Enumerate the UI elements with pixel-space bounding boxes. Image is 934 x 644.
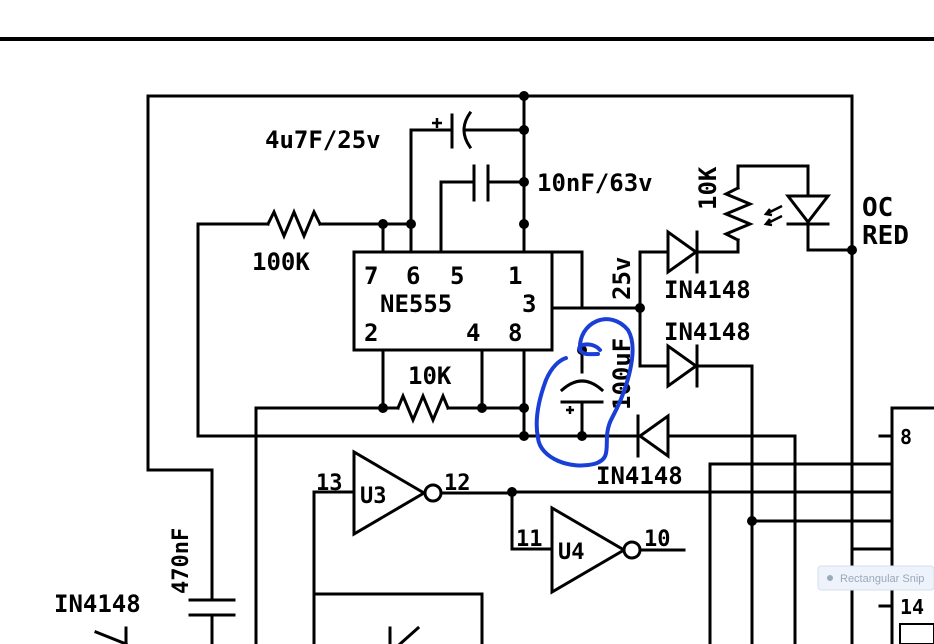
- label-u4-out: 10: [644, 527, 671, 552]
- capacitor-470nf: [188, 598, 236, 617]
- label-cap-decouple: 10nF/63v: [537, 169, 653, 197]
- label-res-led: 10K: [694, 166, 722, 210]
- label-u3-in: 13: [316, 471, 343, 496]
- capacitor-4u7f: [409, 110, 526, 254]
- label-cap-voltage: 25v: [608, 257, 636, 300]
- label-u3: U3: [360, 484, 387, 509]
- label-res-top: 100K: [252, 248, 310, 276]
- pin-7-label: 7: [364, 262, 378, 290]
- label-diode-3: IN4148: [596, 462, 683, 490]
- label-res-bottom: 10K: [408, 362, 452, 390]
- snip-overlay[interactable]: Rectangular Snip: [817, 565, 934, 591]
- pin-1-label: 1: [508, 262, 522, 290]
- pin3-output-wires: [550, 250, 670, 368]
- capacitor-100uf: [559, 348, 605, 438]
- chip-name-label: NE555: [380, 290, 452, 318]
- diode-top: [666, 229, 740, 275]
- partial-components-bottom: [94, 592, 484, 644]
- pin-8-label: 8: [508, 319, 522, 347]
- label-u3-out: 12: [444, 471, 471, 496]
- label-u4: U4: [558, 540, 585, 565]
- label-cap-timing: 4u7F/25v: [265, 126, 381, 154]
- resistor-led: [722, 164, 810, 254]
- label-cap-bottom: 470nF: [169, 528, 194, 594]
- label-u4-in: 11: [516, 527, 543, 552]
- label-connector-14: 14: [900, 595, 924, 619]
- pin-2-label: 2: [364, 319, 378, 347]
- pin-4-label: 4: [466, 319, 480, 347]
- handdrawn-annotation: [534, 317, 635, 468]
- capacitor-10nf: [439, 164, 526, 254]
- inverter-u4: [510, 490, 686, 595]
- label-diode-4: IN4148: [54, 590, 141, 618]
- resistor-10k: [254, 348, 526, 644]
- label-diode-1: IN4148: [664, 276, 751, 304]
- label-led-oc: OC: [862, 193, 893, 223]
- ne555-chip: [352, 250, 554, 352]
- supply-rail-wires: [146, 94, 854, 644]
- pin-6-label: 6: [406, 262, 420, 290]
- connector-tab: [899, 623, 934, 644]
- diode-middle: [666, 343, 754, 644]
- led-oc-red: [763, 194, 854, 252]
- connector-box: [890, 406, 934, 644]
- label-connector-8: 8: [900, 425, 912, 449]
- pin-3-label: 3: [522, 290, 536, 318]
- pin-5-label: 5: [450, 262, 464, 290]
- label-diode-2: IN4148: [664, 318, 751, 346]
- label-led-red: RED: [862, 221, 909, 251]
- diode-bottom: [636, 413, 797, 644]
- snip-overlay-text: Rectangular Snip: [840, 573, 924, 585]
